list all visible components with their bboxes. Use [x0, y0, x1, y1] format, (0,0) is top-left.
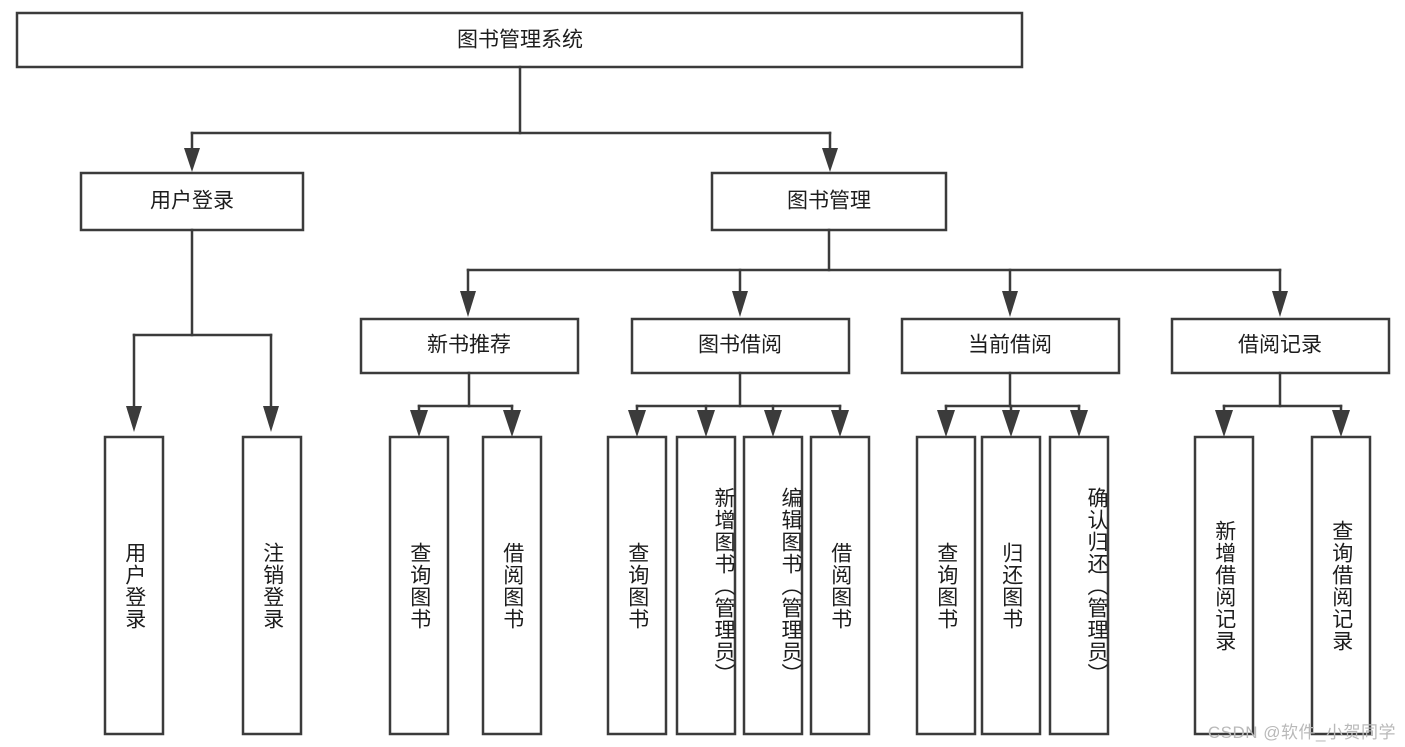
- root-label: 图书管理系统: [457, 29, 583, 52]
- new-book-recommend-box: [359, 317, 580, 375]
- book-borrow-label: 图书借阅: [698, 334, 782, 357]
- node-user-login[interactable]: 用户登录: [79, 171, 305, 232]
- arrow-head-icon: [1070, 410, 1088, 437]
- arrow-head-icon: [263, 406, 279, 432]
- node-book-management[interactable]: 图书管理: [710, 171, 948, 232]
- connector-borrow-record-to-leaves: [1215, 371, 1350, 437]
- leaf-box-current-borrow-1[interactable]: [980, 435, 1042, 736]
- arrow-head-icon: [184, 148, 200, 172]
- arrow-head-icon: [1272, 291, 1288, 317]
- arrow-head-icon: [697, 410, 715, 437]
- arrow-head-icon: [822, 148, 838, 172]
- connector-current-borrow-to-leaves: [937, 371, 1088, 437]
- leaf-box-book-borrow-0[interactable]: [606, 435, 668, 736]
- node-root[interactable]: 图书管理系统: [15, 11, 1024, 69]
- connector-root-to-level2: [184, 65, 838, 172]
- leaf-box-borrow-record-1[interactable]: [1310, 435, 1372, 736]
- leaf-box-current-borrow-0[interactable]: [915, 435, 977, 736]
- connector-book-management-to-level3: [460, 228, 1288, 317]
- arrow-head-icon: [503, 410, 521, 437]
- connector-new-book-recommend-to-leaves: [410, 371, 521, 437]
- node-book-borrow[interactable]: 图书借阅: [630, 317, 851, 375]
- arrow-head-icon: [732, 291, 748, 317]
- arrow-head-icon: [1215, 410, 1233, 437]
- connector-book-borrow-to-leaves: [628, 371, 849, 437]
- arrow-head-icon: [410, 410, 428, 437]
- connector-user-login-to-leaves: [126, 228, 279, 432]
- current-borrow-box: [900, 317, 1121, 375]
- arrow-head-icon: [1332, 410, 1350, 437]
- leaf-box-user-login-1[interactable]: [241, 435, 303, 736]
- node-new-book-recommend[interactable]: 新书推荐: [359, 317, 580, 375]
- leaf-box-new-book-1[interactable]: [481, 435, 543, 736]
- borrow-record-label: 借阅记录: [1238, 334, 1322, 357]
- arrow-head-icon: [831, 410, 849, 437]
- new-book-recommend-label: 新书推荐: [427, 334, 511, 357]
- leaf-box-borrow-record-0[interactable]: [1193, 435, 1255, 736]
- leaf-box-new-book-0[interactable]: [388, 435, 450, 736]
- leaf-box-book-borrow-2[interactable]: [742, 435, 804, 736]
- root-box: [15, 11, 1024, 69]
- arrow-head-icon: [1002, 410, 1020, 437]
- leaf-box-book-borrow-3[interactable]: [809, 435, 871, 736]
- arrow-head-icon: [126, 406, 142, 432]
- arrow-head-icon: [628, 410, 646, 437]
- arrow-head-icon: [764, 410, 782, 437]
- arrow-head-icon: [460, 291, 476, 317]
- arrow-head-icon: [1002, 291, 1018, 317]
- user-login-box: [79, 171, 305, 232]
- watermark: CSDN @软件_小贺同学: [1207, 723, 1396, 742]
- node-borrow-record[interactable]: 借阅记录: [1170, 317, 1391, 375]
- node-current-borrow[interactable]: 当前借阅: [900, 317, 1121, 375]
- user-login-label: 用户登录: [150, 190, 234, 213]
- leaf-box-user-login-0[interactable]: [103, 435, 165, 736]
- current-borrow-label: 当前借阅: [968, 334, 1052, 357]
- leaf-box-current-borrow-2[interactable]: [1048, 435, 1110, 736]
- leaf-box-book-borrow-1[interactable]: [675, 435, 737, 736]
- arrow-head-icon: [937, 410, 955, 437]
- book-management-label: 图书管理: [787, 190, 871, 213]
